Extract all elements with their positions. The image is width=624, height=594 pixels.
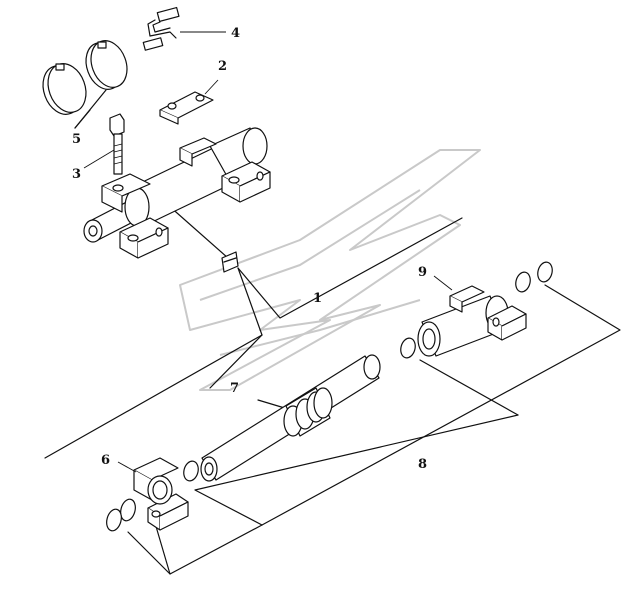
callout-3: 3 [72,167,81,182]
bracket-part [159,79,219,125]
callout-5: 5 [72,132,81,147]
callout-8: 8 [418,457,427,472]
callout-9: 9 [418,265,427,280]
callout-6: 6 [101,453,110,468]
piston-rod-part [200,354,381,482]
callout-4: 4 [231,26,240,41]
bearing-block-part [117,457,189,531]
right-cylinder-part [417,275,527,357]
bolt-part [83,113,125,175]
o-rings-right [400,261,553,359]
o-rings-left [106,460,199,532]
upper-cylinder-assembly [83,127,271,259]
watermark-logo [179,149,481,391]
square-block-part [221,251,239,273]
callout-2: 2 [218,59,227,74]
hose-clamp-part [42,40,128,129]
callout-1: 1 [313,291,322,306]
callout-7: 7 [230,381,239,396]
tube-fitting-part [142,6,226,51]
